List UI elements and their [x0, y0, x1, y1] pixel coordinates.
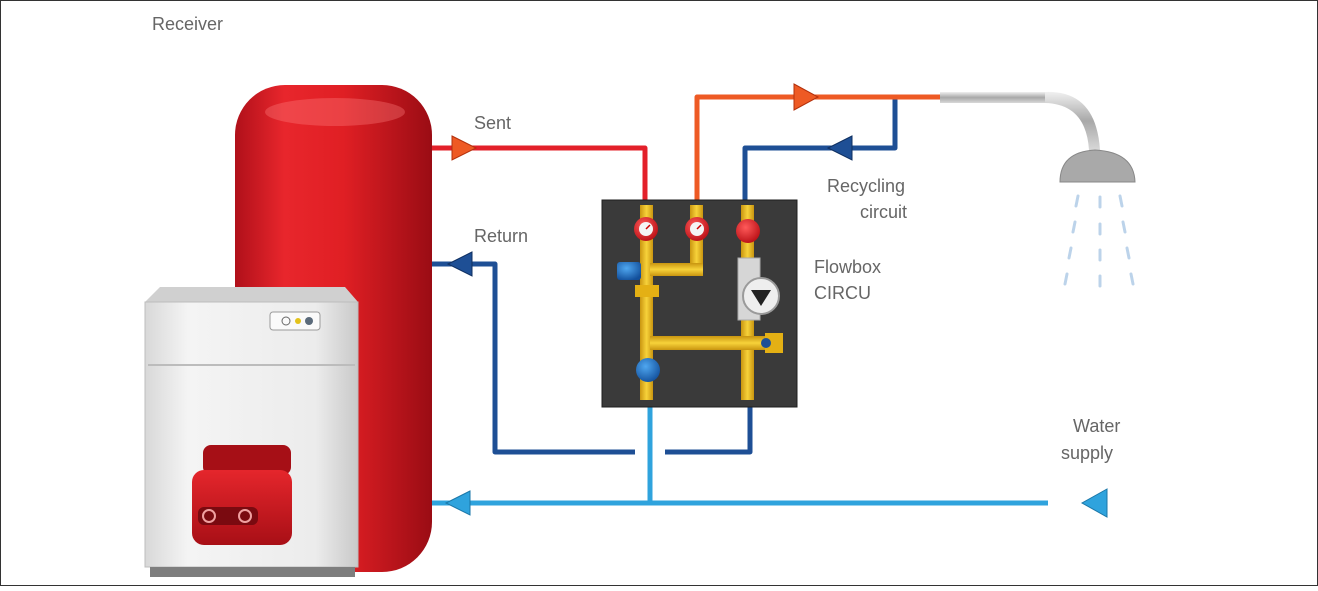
- return-label: Return: [474, 226, 528, 246]
- sent-label: Sent: [474, 113, 511, 133]
- valve-icon: [736, 219, 760, 243]
- recycling-label-line1: Recycling: [827, 176, 905, 196]
- cold-water-pipe: [430, 395, 1048, 506]
- side-valve-icon: [617, 262, 641, 280]
- water-supply-arrow-icon: [1080, 488, 1108, 518]
- check-valve-icon: [761, 338, 771, 348]
- flowbox-label-line2: CIRCU: [814, 283, 871, 303]
- water-supply-label-line1: Water: [1073, 416, 1120, 436]
- thermometer-icon: [685, 217, 709, 241]
- burner-icon: [192, 445, 292, 545]
- flowbox-module: [601, 199, 798, 408]
- recycling-label-line2: circuit: [860, 202, 907, 222]
- sent-pipe: [430, 145, 648, 205]
- hot-water-out-pipe: [694, 94, 940, 205]
- return-flow-arrow-icon: [446, 251, 473, 277]
- recycling-pipe: [742, 98, 898, 205]
- recycling-flow-arrow-icon: [826, 135, 853, 161]
- hot-flow-arrow-icon: [793, 83, 820, 111]
- boiler-base: [150, 567, 355, 577]
- shower-head-icon: [940, 91, 1136, 288]
- circulation-pump-icon: [737, 257, 780, 321]
- thermometer-icon: [634, 217, 658, 241]
- flowbox-label-line1: Flowbox: [814, 257, 881, 277]
- receiver-label: Receiver: [152, 14, 223, 34]
- sent-flow-arrow-icon: [451, 135, 478, 161]
- drain-valve-icon: [636, 358, 660, 382]
- water-supply-label-line2: supply: [1061, 443, 1113, 463]
- water-drops: [1063, 194, 1135, 288]
- cold-flow-arrow-icon: [444, 490, 471, 516]
